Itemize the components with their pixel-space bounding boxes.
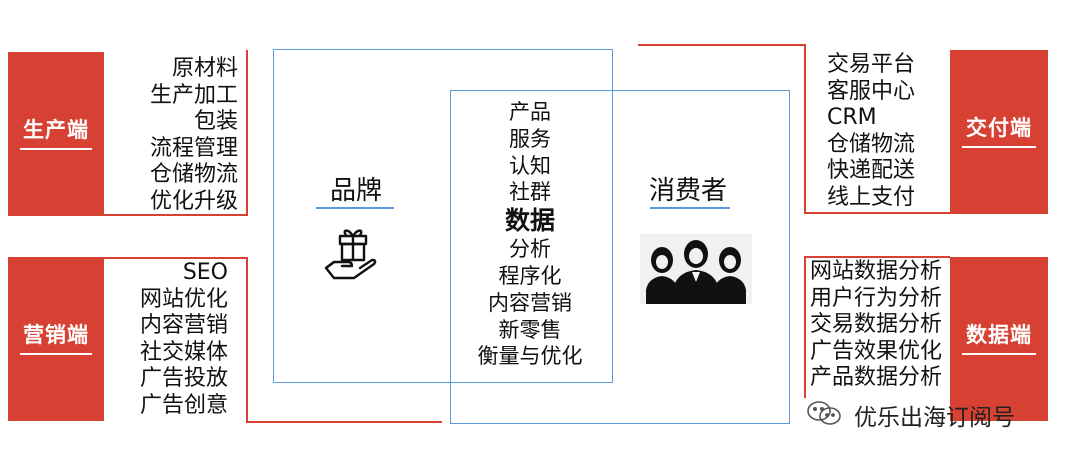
production-list: 原材料 生产加工 包装 流程管理 仓储物流 优化升级: [110, 56, 238, 215]
delivery-tag-label: 交付端: [966, 116, 1032, 140]
production-bracket-bottom: [104, 214, 248, 216]
consumer-frame: [450, 90, 790, 424]
data-list: 网站数据分析 用户行为分析 交易数据分析 广告效果优化 产品数据分析: [810, 259, 950, 392]
list-item: 广告投放: [139, 366, 228, 391]
list-item: 用户行为分析: [810, 285, 943, 311]
production-bracket-vertical: [246, 50, 248, 216]
list-item: 服务: [509, 126, 551, 151]
production-tag: 生产端: [8, 52, 104, 216]
list-item: 线上支付: [827, 184, 916, 210]
list-item: SEO: [182, 260, 228, 285]
data-tag-underline: [962, 353, 1036, 355]
marketing-tag-underline: [20, 353, 92, 355]
marketing-bracket-vertical: [246, 257, 248, 423]
brand-title: 品牌: [329, 176, 382, 206]
delivery-list: 交易平台 客服中心 CRM 仓储物流 快递配送 线上支付: [827, 52, 947, 211]
list-item: 产品数据分析: [810, 365, 943, 390]
delivery-bracket-top: [638, 44, 806, 46]
list-item: 程序化: [498, 263, 562, 288]
list-item: 客服中心: [827, 78, 916, 104]
list-item: 广告效果优化: [810, 338, 943, 364]
consumer-title-underline: [650, 207, 730, 209]
wechat-icon: [806, 400, 842, 426]
marketing-bracket-bottom: [246, 421, 442, 423]
list-item: 分析: [509, 237, 551, 262]
list-item: 仓储物流: [149, 162, 238, 187]
brand-title-underline: [316, 207, 394, 209]
list-item: 内容营销: [139, 313, 228, 338]
marketing-tag-label: 营销端: [23, 323, 89, 347]
marketing-tag: 营销端: [8, 257, 104, 421]
delivery-tag: 交付端: [950, 50, 1048, 214]
list-item: 社群: [509, 180, 551, 205]
list-item: 流程管理: [149, 135, 238, 161]
list-item: 快递配送: [827, 158, 916, 183]
data-bracket-top: [804, 256, 950, 258]
marketing-list: SEO 网站优化 内容营销 社交媒体 广告投放 广告创意: [108, 260, 228, 419]
center-list: 产品 服务 认知 社群 数据 分析 程序化 内容营销 新零售 衡量与优化: [455, 99, 605, 370]
production-tag-underline: [20, 148, 92, 150]
list-item: 社交媒体: [139, 339, 228, 365]
list-item: 生产加工: [149, 82, 238, 108]
delivery-bracket-bottom: [804, 212, 950, 214]
list-item: 原材料: [171, 56, 238, 81]
brand-frame: [273, 49, 613, 383]
list-item: CRM: [827, 105, 877, 130]
delivery-bracket-vertical: [804, 44, 806, 214]
list-item: 广告创意: [139, 392, 228, 418]
list-item: 内容营销: [488, 290, 572, 315]
list-item: 仓储物流: [827, 131, 916, 157]
people-group-icon: [640, 234, 752, 304]
production-tag-label: 生产端: [23, 118, 89, 142]
delivery-tag-underline: [962, 146, 1036, 148]
marketing-bracket-top: [104, 257, 248, 259]
list-item: 包装: [193, 109, 238, 134]
data-bracket-vertical: [804, 256, 806, 398]
gift-hand-icon: [322, 224, 382, 286]
list-item: 优化升级: [149, 188, 238, 214]
list-item: 网站数据分析: [810, 259, 943, 284]
list-item: 认知: [509, 153, 551, 178]
list-item: 新零售: [498, 317, 562, 342]
list-item: 产品: [509, 100, 551, 124]
watermark-text: 优乐出海订阅号: [854, 405, 1015, 431]
data-tag: 数据端: [950, 257, 1048, 421]
consumer-title: 消费者: [648, 176, 727, 206]
list-item: 交易数据分析: [810, 312, 943, 337]
list-item: 网站优化: [139, 286, 228, 312]
list-item: 交易平台: [827, 52, 916, 77]
watermark: 优乐出海订阅号: [806, 398, 1015, 432]
list-item: 衡量与优化: [477, 344, 583, 369]
data-tag-label: 数据端: [966, 323, 1032, 347]
center-highlight: 数据: [504, 206, 555, 236]
